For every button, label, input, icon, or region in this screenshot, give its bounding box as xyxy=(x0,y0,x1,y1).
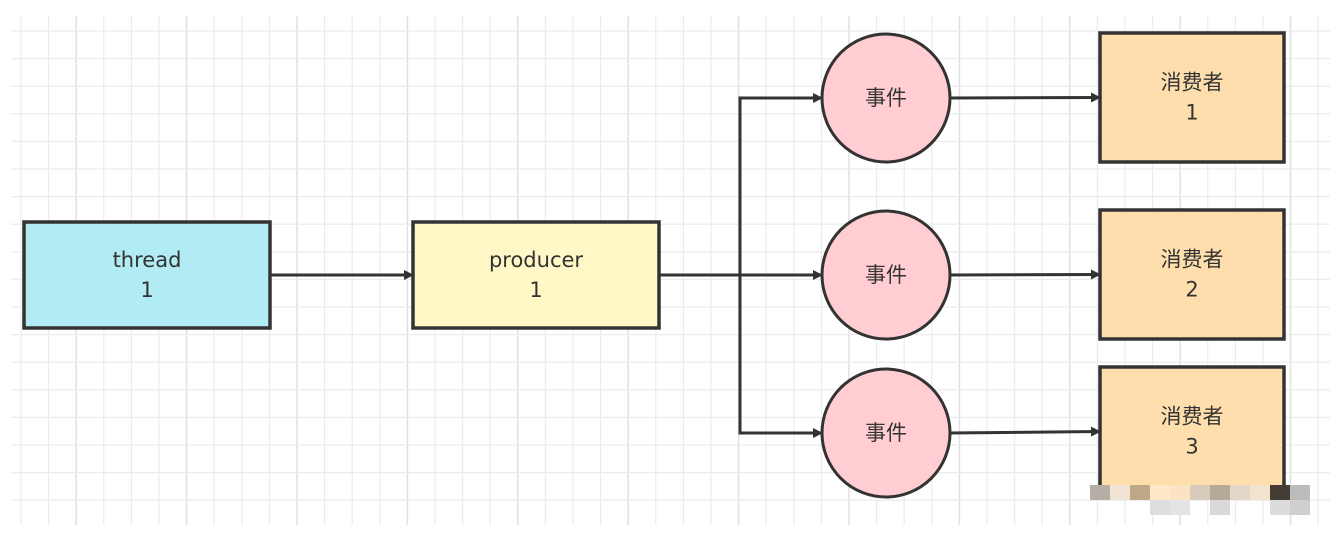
watermark-pixel xyxy=(1270,485,1290,500)
watermark-pixel xyxy=(1290,485,1310,500)
event-label: 事件 xyxy=(865,421,907,445)
edges-layer xyxy=(270,92,1101,438)
consumer-label: 消费者 xyxy=(1161,248,1224,272)
edge-event3-to-consumer3 xyxy=(949,426,1101,437)
obscured-watermark xyxy=(1090,485,1315,521)
watermark-pixel xyxy=(1170,500,1190,515)
watermark-pixel xyxy=(1230,485,1250,500)
event-label: 事件 xyxy=(865,263,907,287)
watermark-pixel xyxy=(1210,500,1230,515)
node-thread1[interactable]: thread 1 xyxy=(22,220,272,330)
event-circle[interactable] xyxy=(820,32,952,164)
node-event2[interactable]: 事件 xyxy=(820,209,952,341)
watermark-pixel xyxy=(1290,500,1310,515)
producer-box[interactable] xyxy=(411,220,661,330)
thread-label: 1 xyxy=(140,278,153,302)
watermark-pixel xyxy=(1130,485,1150,500)
consumer-label: 3 xyxy=(1185,435,1198,459)
node-event1[interactable]: 事件 xyxy=(820,32,952,164)
event-circle[interactable] xyxy=(820,209,952,341)
consumer-label: 消费者 xyxy=(1161,71,1224,95)
watermark-pixel xyxy=(1250,485,1270,500)
node-consumer3[interactable]: 消费者 3 xyxy=(1098,365,1286,498)
producer-label: 1 xyxy=(529,278,542,302)
consumer-box[interactable] xyxy=(1098,208,1286,341)
edge-event2-to-consumer2 xyxy=(949,269,1101,280)
background-grid xyxy=(11,16,1330,525)
consumer-box[interactable] xyxy=(1098,31,1286,164)
edge-producer1-to-event3 xyxy=(659,273,823,438)
watermark-pixel xyxy=(1090,485,1110,500)
consumer-box[interactable] xyxy=(1098,365,1286,498)
consumer-label: 消费者 xyxy=(1161,405,1224,429)
node-event3[interactable]: 事件 xyxy=(820,367,952,499)
thread-label: thread xyxy=(113,248,182,272)
watermark-pixel xyxy=(1110,485,1130,500)
watermark-pixel xyxy=(1210,485,1230,500)
node-consumer1[interactable]: 消费者 1 xyxy=(1098,31,1286,164)
watermark-pixel xyxy=(1150,485,1170,500)
node-producer1[interactable]: producer 1 xyxy=(411,220,661,330)
watermark-pixel xyxy=(1190,485,1210,500)
consumer-label: 2 xyxy=(1185,278,1198,302)
thread-box[interactable] xyxy=(22,220,272,330)
consumer-label: 1 xyxy=(1185,101,1198,125)
event-label: 事件 xyxy=(865,86,907,110)
watermark-pixel xyxy=(1170,485,1190,500)
event-circle[interactable] xyxy=(820,367,952,499)
edge-event1-to-consumer1 xyxy=(949,92,1101,103)
watermark-pixel xyxy=(1150,500,1170,515)
node-consumer2[interactable]: 消费者 2 xyxy=(1098,208,1286,341)
watermark-pixel xyxy=(1270,500,1290,515)
producer-label: producer xyxy=(489,248,583,272)
